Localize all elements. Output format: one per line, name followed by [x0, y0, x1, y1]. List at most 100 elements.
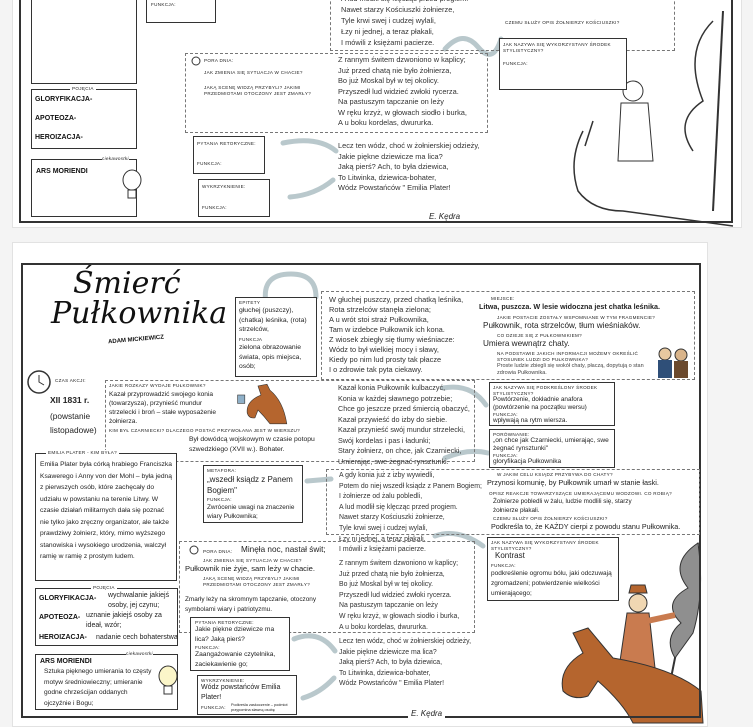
- epithets-box: Epitety głuchej (puszczy), (chatka) leśn…: [235, 297, 317, 377]
- poem-stanza: Lecz ten wódz, choć w żołnierskiej odzie…: [338, 141, 480, 192]
- section-dashed-4: [179, 541, 475, 633]
- arrow-icon: [300, 675, 337, 701]
- signature: E. Kędra: [408, 709, 446, 718]
- question-soldiers-bottom: Czemu służy opis żołnierzy Kościuszki?: [493, 516, 608, 521]
- blank-answer-box: [31, 0, 137, 84]
- question-scene: Jaką scenę widzą przybyli? Jakimi przedm…: [204, 85, 312, 96]
- poem-stanza: A lud modlił się klęcząc przed progiem. …: [341, 0, 468, 47]
- funkcja-label: Funkcja:: [207, 497, 232, 502]
- metaphor-label: Metafora:: [207, 468, 237, 473]
- lightbulb-icon: [122, 169, 142, 199]
- time-of-day-icon: [189, 545, 199, 555]
- funkcja-box-top: Funkcja:: [146, 0, 216, 23]
- priest-answer: Przynosi komunię, by Pułkownik umarł w s…: [487, 478, 659, 487]
- question-priest: W jakim celu ksiądz przybywa do chaty?: [497, 472, 613, 477]
- question-happens: Co dzieje się z Pułkownikiem?: [497, 333, 583, 338]
- action-time-label: Czas akcji:: [55, 378, 86, 383]
- reaction-answer: Proste ludzie zbiegli się wokół chaty, p…: [497, 363, 644, 376]
- czarniecki-answer: Był dowódcą wojskowym w czasie potopu sz…: [189, 436, 315, 453]
- poem-stanza: Z rannym świtem dzwoniono w kaplicy; Już…: [338, 55, 467, 127]
- worksheet-filled-image[interactable]: Śmierć Pułkownika ADAM MICKIEWICZ Epitet…: [12, 242, 708, 727]
- device-function-answer: wpływają na rytm wiersza.: [493, 417, 568, 424]
- action-time-note: (powstanie listopadowe): [50, 411, 97, 435]
- question-situation: Jak zmienia się sytuacja w chacie?: [203, 558, 302, 563]
- apotheosis-term: APOTEOZA-: [39, 614, 81, 621]
- rider-on-horse-drawing: [573, 10, 734, 227]
- question-wishes: Jakie rozkazy wydaje Pułkownik?: [109, 383, 206, 388]
- concepts-box: Pojęcia GLORYFIKACJA- APOTEOZA- HEROIZAC…: [31, 86, 137, 149]
- ciekawostki-label: ciekawostki: [126, 651, 153, 657]
- funkcja-label: Funkcja:: [503, 61, 528, 66]
- glorification-term: GLORYFIKACJA-: [39, 595, 97, 602]
- emilia-plater-box: Emilia Plater - kim była? Emilia Plater …: [35, 450, 177, 581]
- arrow-icon: [442, 448, 491, 461]
- funkcja-label: Funkcja:: [493, 453, 518, 458]
- device-question: Jak nazywa się wykorzystany środek styli…: [491, 540, 599, 551]
- concepts-label: Pojęcia: [91, 585, 117, 591]
- ars-moriendi-text: Sztuka pięknego umierania to częsty moty…: [44, 668, 152, 707]
- exclamation-box: Wykrzyknienie: Funkcja:: [198, 179, 270, 217]
- time-of-day-icon: [191, 56, 201, 66]
- device-question: Jak nazywa się podkreślony środek stylis…: [493, 385, 598, 396]
- concepts-box: Pojęcia GLORYFIKACJA- wychwalanie jakiej…: [35, 585, 178, 646]
- device-anaphora-box: Jak nazywa się podkreślony środek stylis…: [489, 382, 615, 426]
- situation-answer: Pułkownik nie żyje, sam leży w chacie.: [185, 564, 315, 573]
- concepts-label: Pojęcia: [70, 86, 96, 92]
- question-situation: Jak zmienia się sytuacja w chacie?: [204, 70, 303, 75]
- worksheet-title: Śmierć Pułkownika: [51, 269, 227, 329]
- contrast-answer: Kontrast: [495, 551, 525, 560]
- metaphor-box: Metafora: „wszedł ksiądz z Panem Bogiem"…: [203, 465, 303, 523]
- horse-head-illustration: [237, 383, 288, 425]
- reactions-answer: Żołnierze pobledli w żalu, ludzie modlil…: [493, 498, 632, 514]
- ars-moriendi-box: ciekawostki ARS MORIENDI Sztuka pięknego…: [35, 651, 178, 710]
- question-reaction: Na podstawie jakich informacji możemy ok…: [497, 351, 639, 362]
- funkcja-label: Funkcja:: [491, 563, 516, 568]
- exclamation-label: Wykrzyknienie:: [202, 184, 246, 189]
- poem-stanza-3: A gdy konia już z izby wywiedli, Potem d…: [339, 472, 482, 554]
- title-line-1: Śmierć: [73, 266, 181, 301]
- funkcja-label: Funkcja:: [493, 412, 518, 417]
- funkcja-label: Funkcja:: [151, 2, 176, 7]
- metaphor-function-answer: Zwrócenie uwagi na znaczenie wiary Pułko…: [207, 504, 295, 520]
- time-of-day-answer: Minęła noc, nastał świt;: [241, 545, 326, 554]
- arrow-icon: [291, 633, 338, 654]
- funkcja-label: Funkcja:: [195, 645, 220, 650]
- ars-moriendi-heading: ARS MORIENDI: [36, 168, 88, 175]
- exclamation-answer: Wódz powstańców Emilia Plater!: [201, 684, 281, 701]
- place-answer: Litwa, puszcza. W lesie widoczna jest ch…: [479, 302, 660, 311]
- title-line-2: Pułkownika: [51, 296, 228, 331]
- glorification-term: GLORYFIKACJA-: [35, 96, 93, 103]
- question-characters: Jakie postacie zostały wspomniane w tym …: [497, 315, 656, 320]
- heroization-definition: nadanie cech bohaterstwa: [96, 634, 178, 641]
- lightbulb-icon: [158, 665, 178, 695]
- metaphor-answer: „wszedł ksiądz z Panem Bogiem": [207, 475, 293, 495]
- characters-answer: Pułkownik, rota strzelców, tłum wieśniak…: [483, 321, 641, 330]
- emilia-text: Emilia Plater była córką hrabiego Franci…: [40, 461, 172, 560]
- action-time-date: XII 1831 r.: [50, 395, 90, 405]
- epithets-label: Epitety: [239, 300, 261, 305]
- section-dashed-1: [321, 291, 695, 380]
- glorification-definition: wychwalanie jakiejś osoby, jej czynu;: [108, 592, 170, 609]
- exclamation-box: Wykrzyknienie: Wódz powstańców Emilia Pl…: [197, 675, 297, 715]
- poem-stanza-1: W głuchej puszczy, przed chatką leśnika,…: [329, 295, 464, 374]
- ars-moriendi-heading: ARS MORIENDI: [40, 658, 92, 665]
- contrast-box: Jak nazywa się wykorzystany środek styli…: [487, 537, 619, 601]
- rhetorical-label: Pytania retoryczne:: [197, 141, 256, 146]
- question-czarniecki: Kim był Czarniecki? Dlaczego postać przy…: [109, 428, 300, 433]
- apotheosis-term: APOTEOZA-: [35, 115, 77, 122]
- poem-stanza-4: Z rannym świtem dzwoniono w kaplicy; Już…: [339, 560, 460, 631]
- ciekawostki-label: ciekawostki: [102, 156, 129, 162]
- emilia-plater-on-horse-illustration: [561, 542, 704, 724]
- funkcja-label: Funkcja:: [197, 161, 222, 166]
- section-dashed-middle: [185, 53, 488, 133]
- sheet-frame: [21, 263, 701, 718]
- arrow-icon: [280, 138, 339, 154]
- apotheosis-definition: uznanie jakiejś osoby za ideał, wzór;: [86, 612, 162, 629]
- signature: E. Kędra: [426, 212, 464, 221]
- rhetorical-answer: Jakie piękne dziewicze ma lica? Jaką pie…: [195, 626, 275, 643]
- arrow-icon: [440, 384, 489, 408]
- question-soldiers: Czemu służy opis żołnierzy Kościuszki?: [505, 20, 620, 25]
- worksheet-blank-image[interactable]: Pojęcia GLORYFIKACJA- APOTEOZA- HEROIZAC…: [12, 0, 742, 228]
- device-answer: Powtórzenie, dokładnie anafora (powtórze…: [493, 396, 587, 411]
- question-reactions: Opisz reakcje towarzyszące umierającemu …: [489, 491, 672, 496]
